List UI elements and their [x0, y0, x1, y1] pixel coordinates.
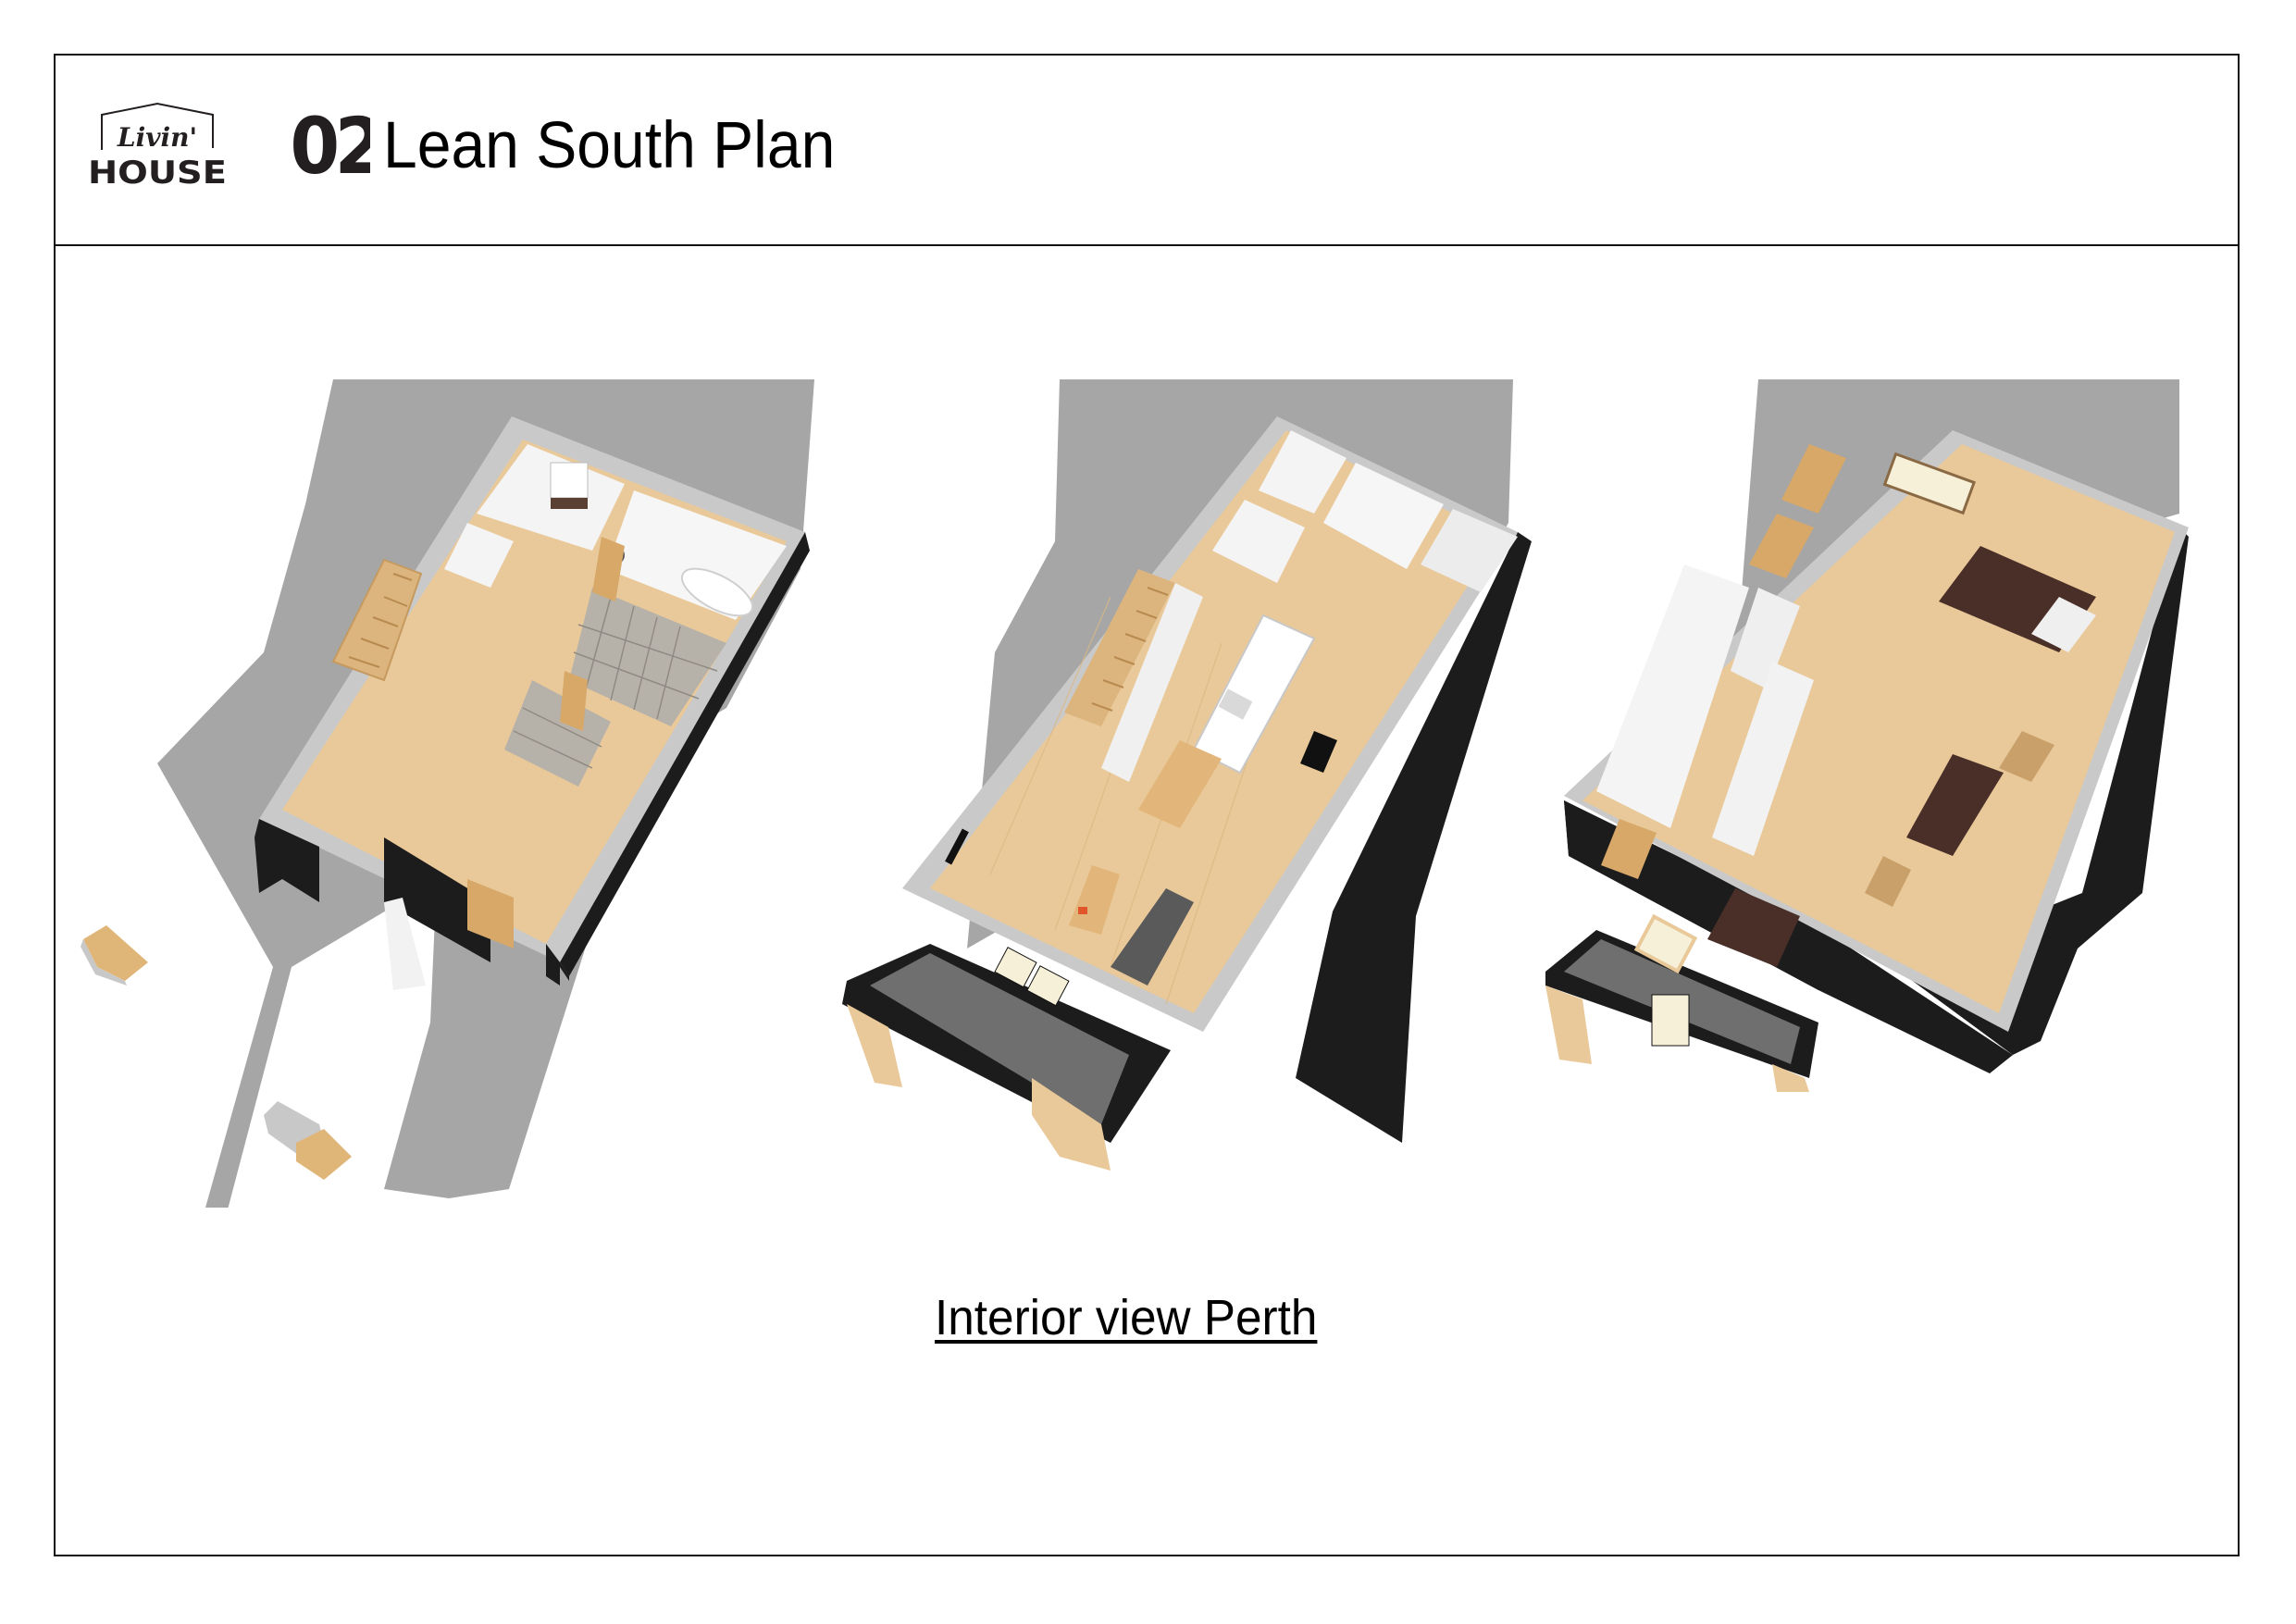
- render-first-floor: [833, 375, 1536, 1208]
- logo-word-text: HOUSE: [88, 155, 227, 187]
- page-frame: [54, 54, 2240, 1556]
- caption: Interior view Perth: [935, 1290, 1318, 1345]
- header-divider: [54, 244, 2240, 246]
- render-second-floor: [1541, 375, 2207, 1208]
- logo-script-text: Livin': [117, 122, 197, 153]
- plan-number: 02: [290, 107, 370, 185]
- house-outline-icon: Livin' HOUSE: [88, 102, 227, 187]
- livin-house-logo: Livin' HOUSE: [85, 102, 231, 187]
- page-title: Lean South Plan: [383, 109, 836, 182]
- render-ground-floor: [79, 375, 819, 1208]
